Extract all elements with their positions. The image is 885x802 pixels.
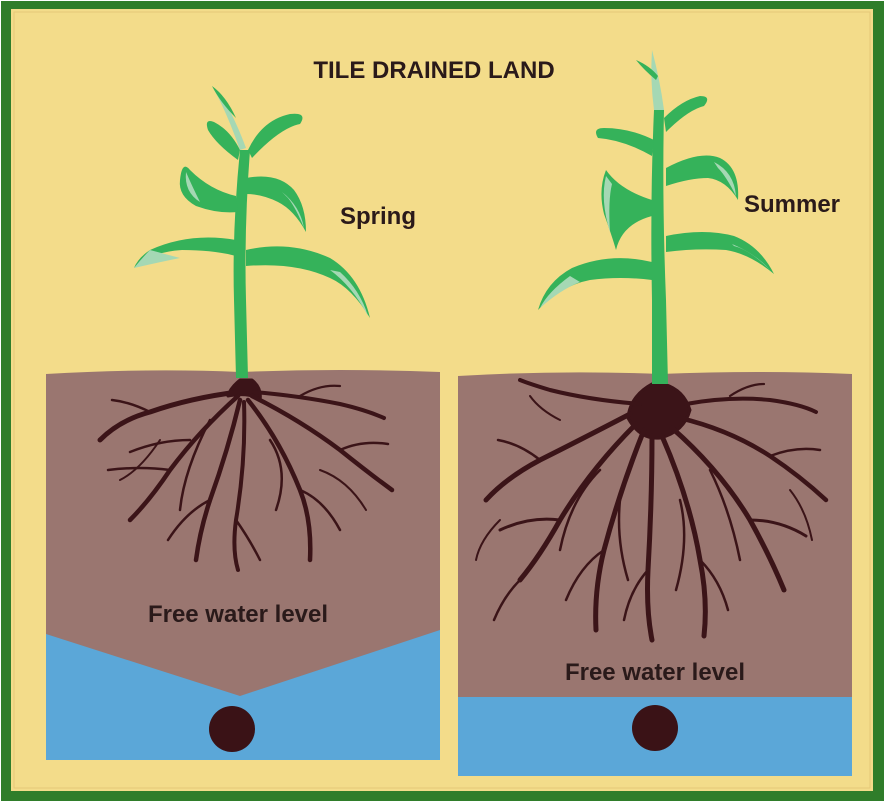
spring-tile-drain: [209, 706, 255, 752]
summer-tile-drain: [632, 705, 678, 751]
spring-season-label: Spring: [340, 203, 416, 230]
diagram-title: TILE DRAINED LAND: [313, 57, 554, 84]
spring-water-level-label: Free water level: [148, 601, 328, 628]
summer-water-level-label: Free water level: [565, 659, 745, 686]
summer-season-label: Summer: [744, 191, 840, 218]
